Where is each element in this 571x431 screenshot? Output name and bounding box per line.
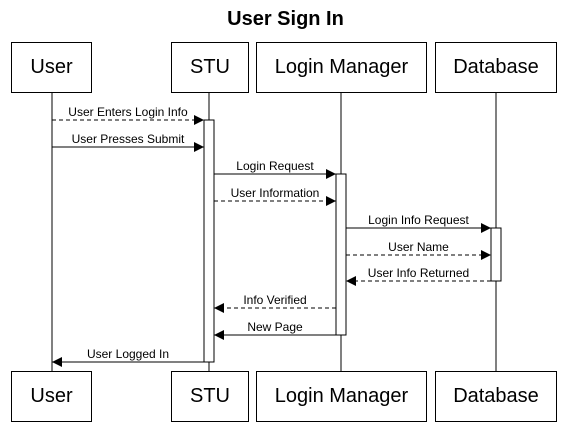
message-label: User Information (231, 186, 320, 200)
participant-user-bottom: User (11, 371, 92, 422)
participant-login-manager-top: Login Manager (256, 42, 427, 93)
participant-database-top: Database (435, 42, 557, 93)
message-10: User Logged In (52, 347, 204, 367)
message-label: Login Info Request (368, 213, 469, 227)
message-label: User Presses Submit (72, 132, 185, 146)
message-label: New Page (247, 320, 303, 334)
message-2: User Presses Submit (52, 132, 204, 152)
message-label: User Enters Login Info (68, 105, 188, 119)
message-label: Info Verified (243, 293, 306, 307)
activation-database (490, 227, 502, 282)
participant-login-manager-bottom: Login Manager (256, 371, 427, 422)
message-8: Info Verified (214, 293, 336, 313)
participant-user-top: User (11, 42, 92, 93)
message-6: User Name (346, 240, 491, 260)
participant-database-bottom: Database (435, 371, 557, 422)
message-label: User Name (388, 240, 449, 254)
message-label: Login Request (236, 159, 314, 173)
message-label: User Info Returned (368, 266, 469, 280)
participant-stu-top: STU (171, 42, 249, 93)
diagram-title: User Sign In (227, 8, 344, 30)
message-3: Login Request (214, 159, 336, 179)
message-4: User Information (214, 186, 336, 206)
message-label: User Logged In (87, 347, 169, 361)
activation-login-manager (335, 173, 347, 336)
message-1: User Enters Login Info (52, 105, 204, 125)
message-5: Login Info Request (346, 213, 491, 233)
message-7: User Info Returned (346, 266, 491, 286)
message-9: New Page (214, 320, 336, 340)
activation-stu (203, 119, 215, 363)
participant-stu-bottom: STU (171, 371, 249, 422)
